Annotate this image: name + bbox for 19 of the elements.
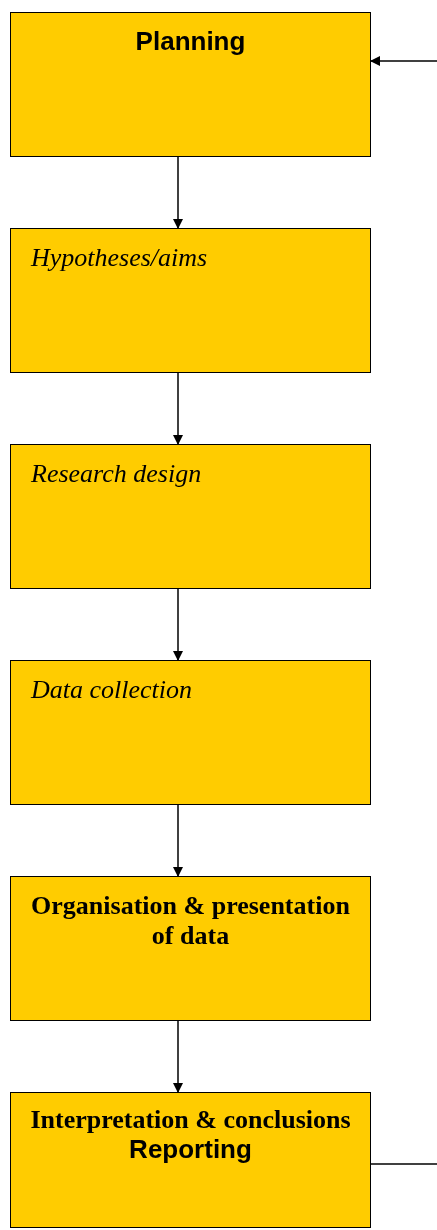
arrow bbox=[173, 588, 183, 661]
process-box bbox=[10, 1092, 371, 1228]
arrow bbox=[173, 804, 183, 877]
step-label: Organisation & presentation of data bbox=[30, 891, 351, 951]
step-label: Research design bbox=[31, 459, 202, 489]
step-label: Hypotheses/aims bbox=[31, 243, 208, 273]
process-box bbox=[10, 228, 371, 373]
process-box bbox=[10, 876, 371, 1021]
step-label: Interpretation & conclusions bbox=[30, 1105, 351, 1135]
arrow bbox=[370, 56, 437, 66]
heading: Planning bbox=[135, 27, 246, 57]
step-label: Data collection bbox=[31, 675, 192, 705]
heading: Reporting bbox=[129, 1134, 252, 1165]
process-box bbox=[10, 12, 371, 157]
arrow bbox=[173, 1020, 183, 1093]
arrow bbox=[173, 372, 183, 445]
arrow bbox=[173, 156, 183, 229]
process-box bbox=[10, 444, 371, 589]
process-box bbox=[10, 660, 371, 805]
